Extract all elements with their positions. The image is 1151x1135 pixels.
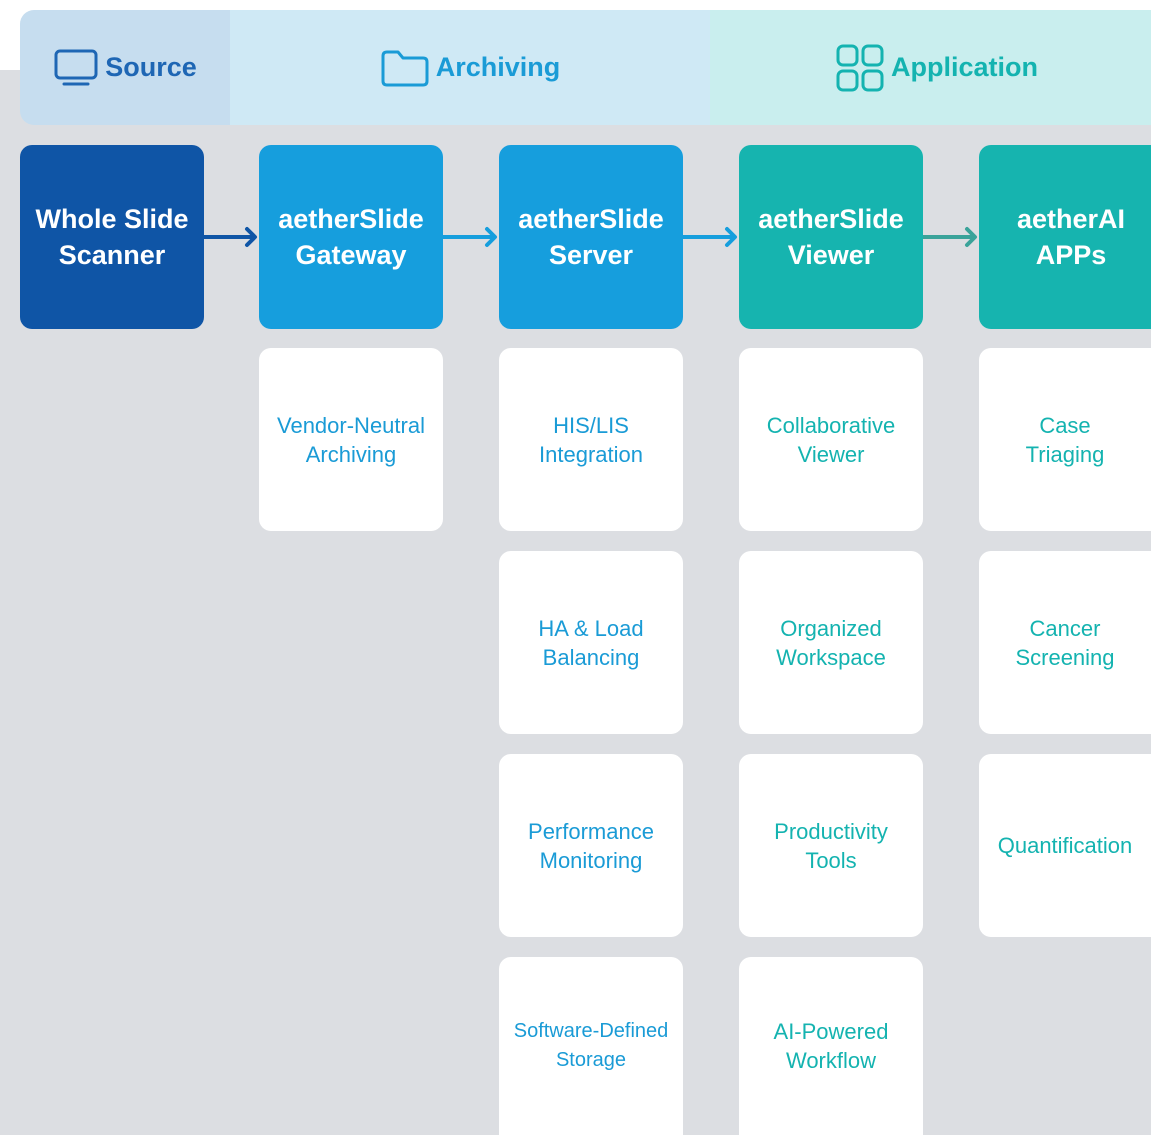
- feature-label: Vendor-Neutral Archiving: [277, 412, 425, 467]
- node-title: aetherSlide Server: [518, 204, 664, 270]
- feature-card: Performance Monitoring: [499, 754, 683, 937]
- stage-archiving: Archiving: [230, 10, 710, 125]
- node-title: aetherAI APPs: [1016, 204, 1126, 270]
- arrow-right-icon: [923, 227, 977, 247]
- feature-card: Cancer Screening: [979, 551, 1151, 734]
- feature-label: Productivity Tools: [774, 818, 888, 873]
- feature-label: Software-Defined Storage: [513, 1020, 669, 1071]
- feature-label: HA & Load Balancing: [538, 615, 644, 670]
- feature-label: Performance Monitoring: [528, 818, 654, 873]
- stage-source-label: Source: [105, 52, 197, 82]
- feature-card: Quantification: [979, 754, 1151, 937]
- feature-label: AI-Powered Workflow: [773, 1019, 889, 1073]
- apps-grid-icon: [836, 44, 884, 91]
- arrow-right-icon: [203, 227, 257, 247]
- node-aetherslide-gateway: aetherSlide Gateway: [259, 145, 443, 329]
- node-title: Whole Slide Scanner: [35, 204, 189, 270]
- feature-label: Organized Workspace: [776, 615, 886, 670]
- node-title: aetherSlide Gateway: [278, 204, 424, 270]
- feature-label: Cancer Screening: [1015, 615, 1115, 670]
- stage-header: Source Archiving Application: [20, 10, 1151, 125]
- stage-archiving-label: Archiving: [435, 52, 561, 82]
- stage-application-label: Application: [891, 52, 1038, 82]
- node-title: aetherSlide Viewer: [758, 204, 904, 270]
- feature-card: HA & Load Balancing: [499, 551, 683, 734]
- feature-label: Collaborative Viewer: [766, 412, 896, 467]
- feature-card: Software-Defined Storage: [499, 957, 683, 1135]
- feature-label: HIS/LIS Integration: [539, 412, 643, 467]
- node-aetherai-apps: aetherAI APPs: [979, 145, 1151, 329]
- feature-label: Quantification: [997, 833, 1133, 858]
- folder-icon: [381, 50, 429, 86]
- feature-card: AI-Powered Workflow: [739, 957, 923, 1135]
- monitor-icon: [54, 49, 98, 85]
- node-aetherslide-server: aetherSlide Server: [499, 145, 683, 329]
- node-whole-slide-scanner: Whole Slide Scanner: [20, 145, 204, 329]
- feature-card: Productivity Tools: [739, 754, 923, 937]
- feature-card: HIS/LIS Integration: [499, 348, 683, 531]
- feature-card: Collaborative Viewer: [739, 348, 923, 531]
- arrow-right-icon: [683, 227, 737, 247]
- node-aetherslide-viewer: aetherSlide Viewer: [739, 145, 923, 329]
- feature-card: Vendor-Neutral Archiving: [259, 348, 443, 531]
- arrow-right-icon: [443, 227, 497, 247]
- feature-card: Case Triaging: [979, 348, 1151, 531]
- stage-source: Source: [20, 10, 230, 125]
- stage-application: Application: [710, 10, 1151, 125]
- feature-label: Case Triaging: [1025, 412, 1105, 467]
- feature-card: Organized Workspace: [739, 551, 923, 734]
